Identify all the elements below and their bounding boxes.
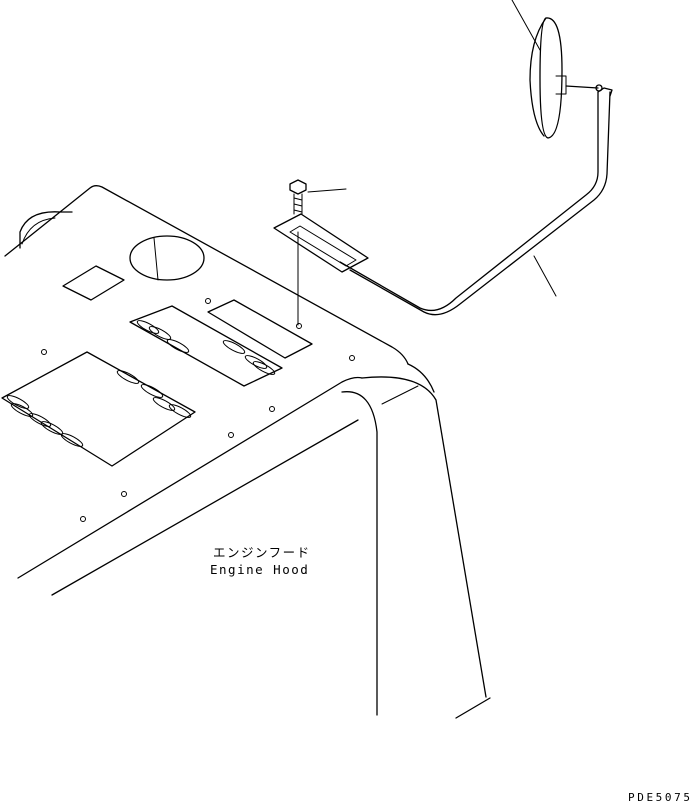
bolt — [289, 179, 307, 326]
mirror-stay — [273, 87, 613, 316]
drawing-code: PDE5075 — [628, 791, 693, 804]
leader-lines — [307, 0, 557, 297]
mirror — [529, 17, 603, 139]
engine-hood — [1, 185, 491, 719]
engine-hood-label-jp: エンジンフード — [213, 545, 311, 560]
engine-hood-label-en: Engine Hood — [210, 562, 310, 577]
